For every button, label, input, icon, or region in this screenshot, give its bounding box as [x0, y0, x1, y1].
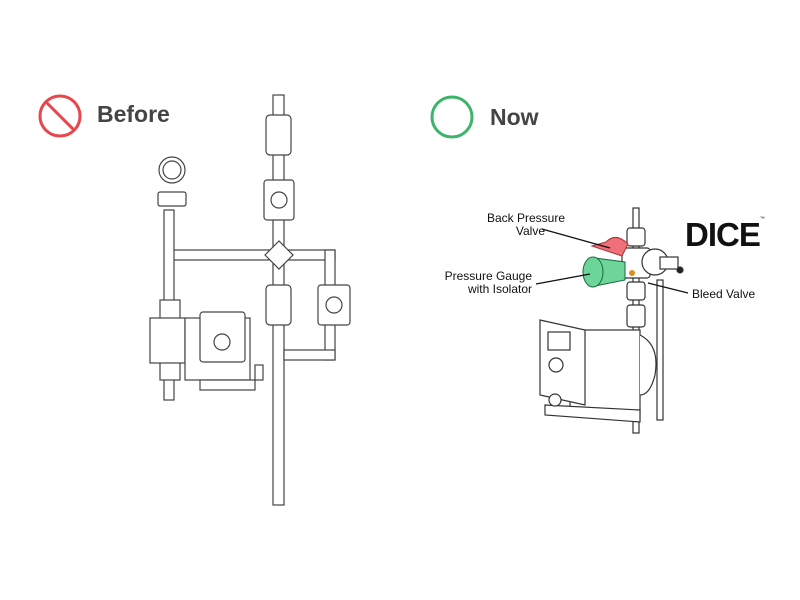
pressure-gauge: [582, 256, 626, 288]
back-pressure-valve-label: Back Pressure Valve: [486, 211, 565, 238]
pressure-gauge-label: Pressure Gauge with Isolator: [444, 269, 532, 296]
back-pressure-valve: [590, 237, 629, 257]
prohibited-icon: [38, 94, 82, 138]
bleed-valve-label: Bleed Valve: [692, 287, 756, 301]
before-plumbing-diagram: [149, 94, 351, 506]
now-heading: Now: [490, 104, 539, 130]
before-heading: Before: [97, 101, 170, 127]
circle-ok-icon: [430, 95, 474, 139]
dice-logo: DICE™: [685, 216, 765, 253]
now-pump-diagram: [539, 207, 684, 434]
